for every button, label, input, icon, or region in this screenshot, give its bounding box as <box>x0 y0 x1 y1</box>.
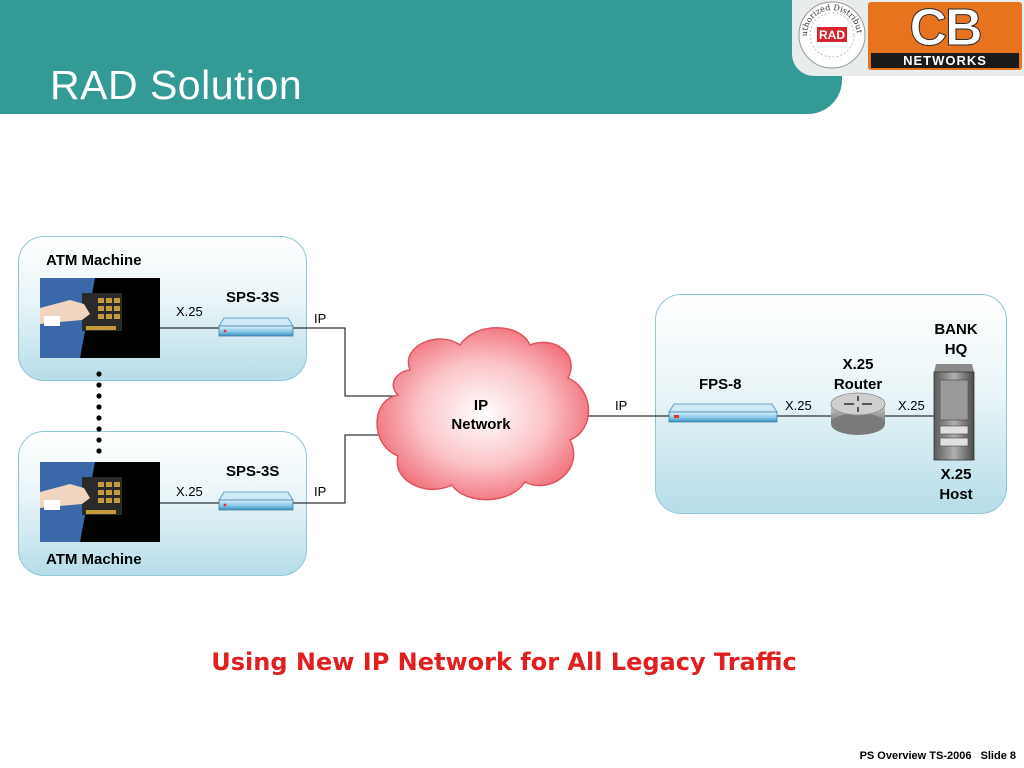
x25-router-icon <box>830 392 886 435</box>
fps-8-device <box>668 403 778 423</box>
sps-3s-label-bottom: SPS-3S <box>226 463 280 480</box>
atm-machine-image-bottom <box>40 462 160 542</box>
cb-logo-letters: CB <box>909 0 983 57</box>
vertical-ellipsis-dots <box>96 371 102 454</box>
slide-title: RAD Solution <box>50 62 303 108</box>
cb-logo-networks: NETWORKS <box>871 53 1019 68</box>
x25-host-server-icon <box>933 364 975 461</box>
bank-hq-label-line1: BANK <box>934 321 978 338</box>
atm-machine-label-bottom: ATM Machine <box>46 551 142 568</box>
router-label-line1: X.25 <box>842 356 874 373</box>
header-bar <box>0 0 842 114</box>
ip-link-label-hq: IP <box>615 398 628 413</box>
ip-link-label-top: IP <box>314 311 327 326</box>
sps-3s-device-bottom <box>218 491 294 511</box>
ip-network-cloud <box>376 327 590 501</box>
fps-8-label: FPS-8 <box>699 376 742 393</box>
host-label-line1: X.25 <box>940 466 972 483</box>
ip-link-label-bottom: IP <box>314 484 327 499</box>
sps-3s-device-top <box>218 317 294 337</box>
cb-networks-logo: CB NETWORKS <box>868 2 1022 70</box>
svg-text:RAD: RAD <box>819 28 845 42</box>
atm-machine-label-top: ATM Machine <box>46 252 142 269</box>
link-sps-top-ip <box>292 327 400 397</box>
footer-slide-number: Slide 8 <box>980 750 1016 762</box>
router-label-line2: Router <box>833 376 883 393</box>
cloud-label-line2: Network <box>451 416 511 433</box>
x25-link-label-fps-router: X.25 <box>785 398 812 413</box>
footer-presentation-name: PS Overview TS-2006 <box>859 750 972 762</box>
ip-network-cloud-label: IP Network <box>440 396 522 434</box>
slide-subtitle: Using New IP Network for All Legacy Traf… <box>211 648 797 676</box>
sps-3s-label-top: SPS-3S <box>226 289 280 306</box>
x25-host-label: X.25 Host <box>920 465 992 505</box>
host-label-line2: Host <box>939 486 973 503</box>
slide-footer: PS Overview TS-2006 Slide 8 <box>854 750 1016 762</box>
bank-hq-label-line2: HQ <box>944 341 968 358</box>
atm-machine-image-top <box>40 278 160 358</box>
x25-link-label-bottom: X.25 <box>176 484 203 499</box>
x25-router-label: X.25 Router <box>818 355 898 395</box>
cloud-label-line1: IP <box>473 397 489 414</box>
link-sps-bottom-ip <box>292 434 400 504</box>
rad-authorized-distributor-seal: Authorized Distributor RAD <box>797 0 866 69</box>
bank-hq-label: BANK HQ <box>920 320 992 360</box>
x25-link-label-router-host: X.25 <box>898 398 925 413</box>
x25-link-label-top: X.25 <box>176 304 203 319</box>
